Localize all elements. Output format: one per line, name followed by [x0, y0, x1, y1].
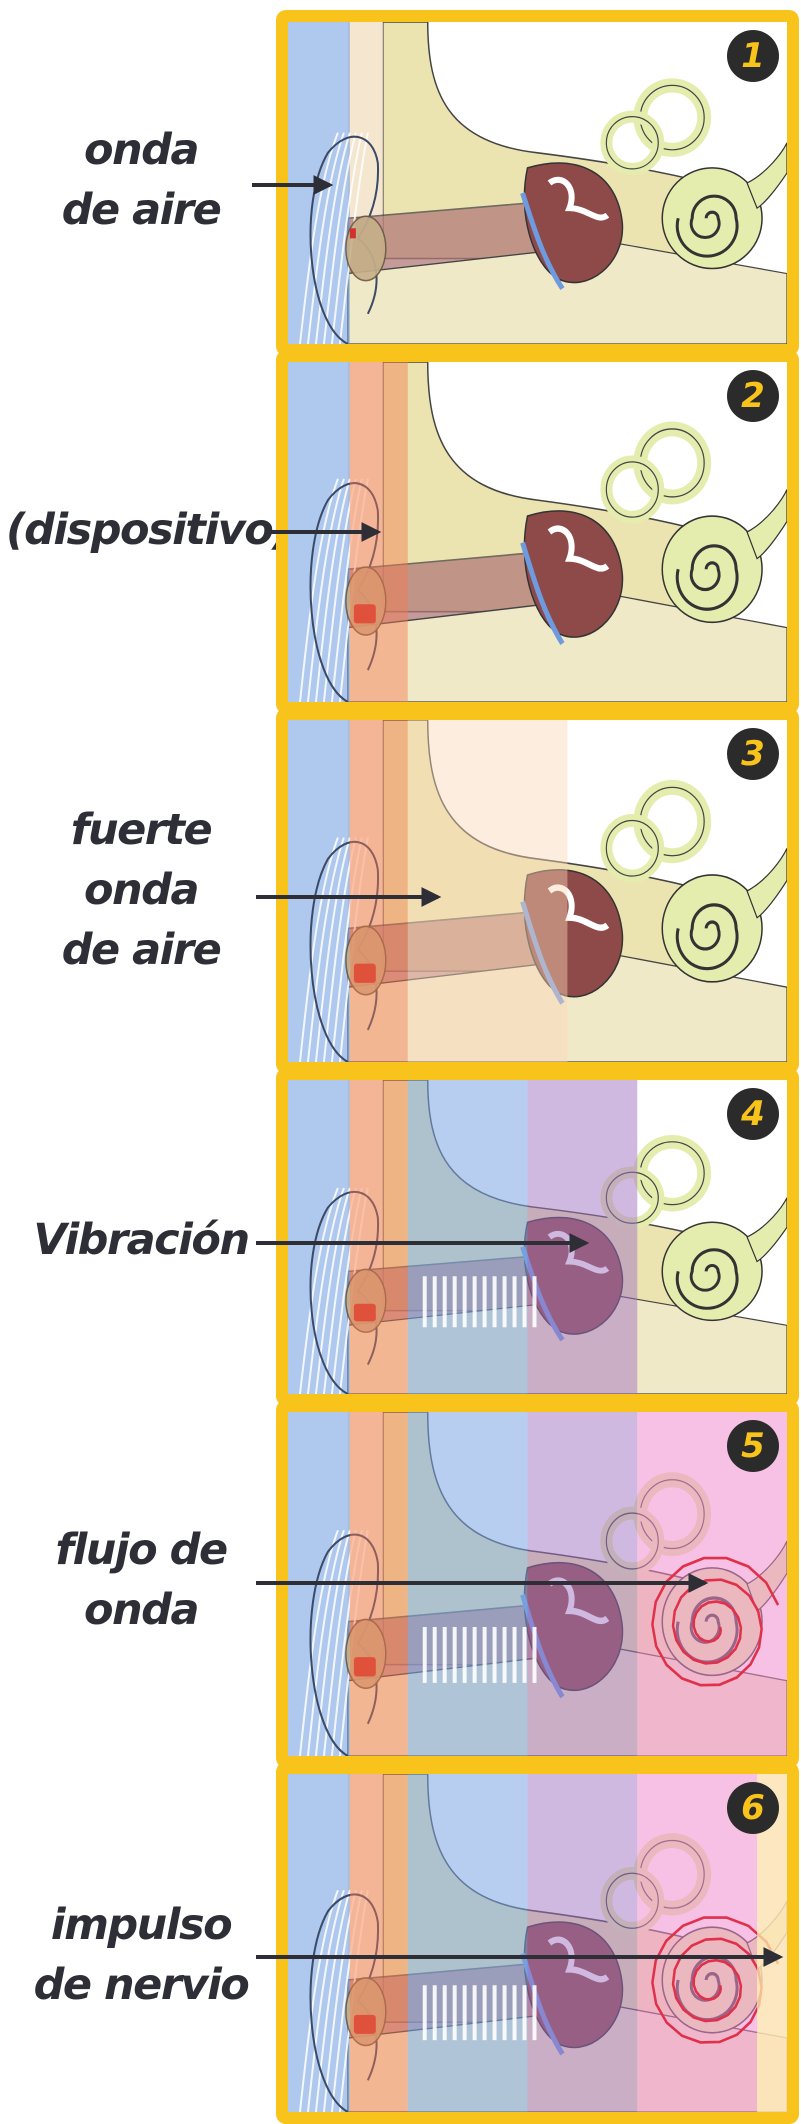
step-4-frame: 4 [276, 1068, 799, 1406]
step-1-label: onda de aire [6, 120, 276, 240]
step-4-label-line-1: Vibración [6, 1210, 276, 1270]
step-4-ear-illustration [288, 1080, 787, 1394]
step-3-label-line-2: onda [6, 860, 276, 920]
vibration-zone [528, 1412, 638, 1756]
step-3-label: fuerte onda de aire [6, 800, 276, 980]
vibration-zone [528, 1774, 638, 2112]
step-2-label: (dispositivo) [6, 500, 276, 560]
step-6-label-line-1: impulso [6, 1895, 276, 1955]
step-4-number-badge: 4 [727, 1088, 779, 1140]
step-5-label-line-1: flujo de [6, 1520, 276, 1580]
step-2-number-badge: 2 [727, 370, 779, 422]
step-2-ear-illustration [288, 362, 787, 702]
device-zone [350, 1080, 408, 1394]
step-5-label-line-2: onda [6, 1580, 276, 1640]
device-marker [350, 228, 356, 238]
step-5-label: flujo de onda [6, 1520, 276, 1640]
step-6-ear-illustration [288, 1774, 787, 2112]
ear-mold [346, 216, 386, 280]
step-3-label-line-1: fuerte [6, 800, 276, 860]
device-zone [350, 1774, 408, 2112]
middle-zone [408, 1080, 528, 1394]
step-5-number-badge: 5 [727, 1420, 779, 1472]
step-2-label-line-1: (dispositivo) [6, 500, 276, 560]
step-5-ear-illustration [288, 1412, 787, 1756]
step-6-label: impulso de nervio [6, 1895, 276, 2015]
step-3-number-badge: 3 [727, 728, 779, 780]
step-4-label: Vibración [6, 1210, 276, 1270]
device-zone [350, 720, 408, 1062]
step-1-label-line-2: de aire [6, 180, 276, 240]
device-zone [350, 362, 408, 702]
step-3-label-line-3: de aire [6, 920, 276, 980]
step-3-frame: 3 [276, 708, 799, 1074]
device-zone [350, 1412, 408, 1756]
step-5-frame: 5 [276, 1400, 799, 1768]
step-2-frame: 2 [276, 350, 799, 714]
step-1-label-line-1: onda [6, 120, 276, 180]
middle-zone [408, 1774, 528, 2112]
step-1-ear-illustration [288, 22, 787, 344]
step-1-frame: 1 [276, 10, 799, 356]
vibration-zone [528, 1080, 638, 1394]
step-6-frame: 6 [276, 1762, 799, 2124]
step-6-number-badge: 6 [727, 1782, 779, 1834]
step-6-label-line-2: de nervio [6, 1955, 276, 2015]
middle-zone [408, 1412, 528, 1756]
step-3-ear-illustration [288, 720, 787, 1062]
strong-wave-zone [408, 720, 568, 1062]
step-1-number-badge: 1 [727, 30, 779, 82]
